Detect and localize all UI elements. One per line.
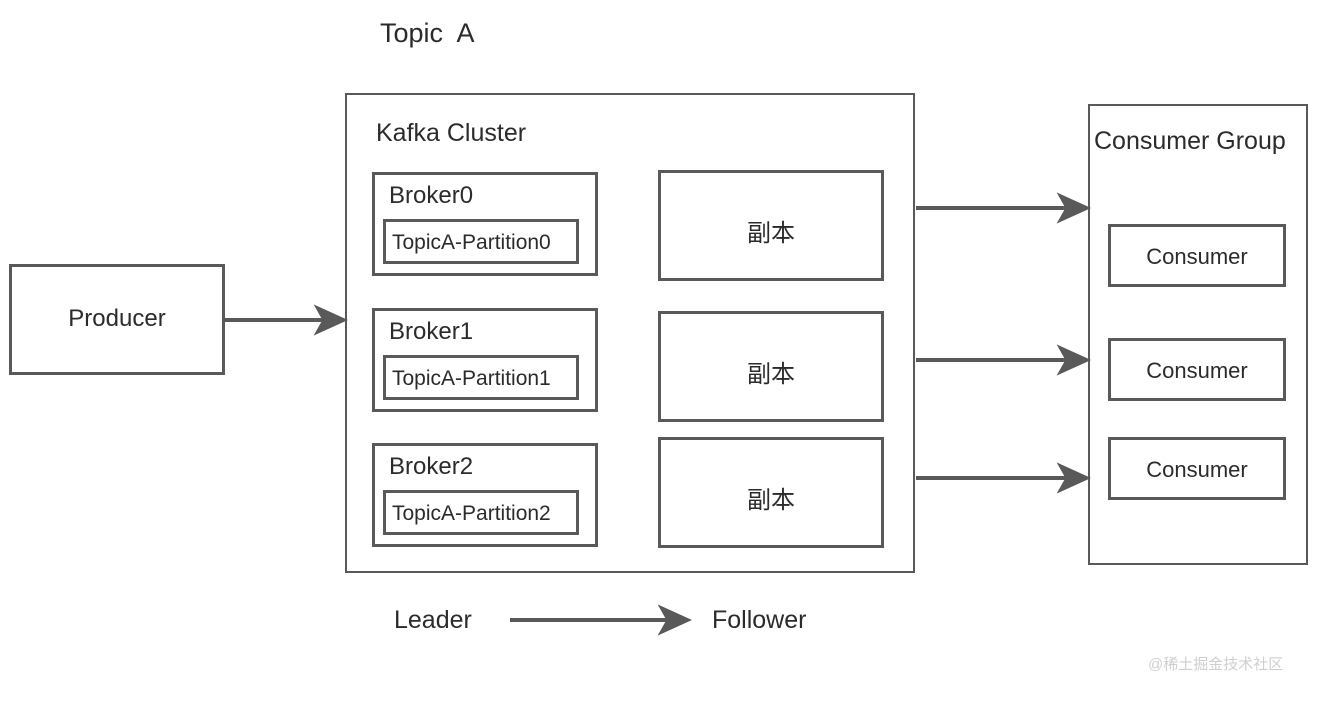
- producer-label: Producer: [68, 305, 166, 332]
- partition-label: TopicA-Partition2: [392, 502, 551, 525]
- broker-label: Broker0: [389, 182, 474, 209]
- replica-box: 副本: [658, 311, 884, 422]
- partition-label: TopicA-Partition1: [392, 367, 551, 390]
- producer-box: Producer: [9, 264, 225, 375]
- page-title: Topic A: [380, 18, 475, 48]
- consumer-group-label: Consumer Group: [1094, 127, 1286, 155]
- replica-box: 副本: [658, 437, 884, 548]
- partition-box: TopicA-Partition0: [383, 219, 579, 264]
- partition-box: TopicA-Partition2: [383, 490, 579, 535]
- consumer-label: Consumer: [1146, 244, 1248, 269]
- consumer-label: Consumer: [1146, 457, 1248, 482]
- replica-label: 副本: [747, 220, 795, 247]
- consumer-box: Consumer: [1108, 437, 1286, 500]
- broker-label: Broker2: [389, 453, 474, 480]
- consumer-box: Consumer: [1108, 224, 1286, 287]
- replica-label: 副本: [747, 361, 795, 388]
- replica-label: 副本: [747, 487, 795, 514]
- replica-box: 副本: [658, 170, 884, 281]
- consumer-box: Consumer: [1108, 338, 1286, 401]
- consumer-label: Consumer: [1146, 358, 1248, 383]
- watermark: @稀土掘金技术社区: [1148, 656, 1284, 673]
- broker-label: Broker1: [389, 318, 474, 345]
- partition-box: TopicA-Partition1: [383, 355, 579, 400]
- partition-label: TopicA-Partition0: [392, 231, 551, 254]
- legend-leader-label: Leader: [394, 606, 472, 634]
- kafka-cluster-label: Kafka Cluster: [376, 119, 527, 147]
- legend-follower-label: Follower: [712, 606, 807, 634]
